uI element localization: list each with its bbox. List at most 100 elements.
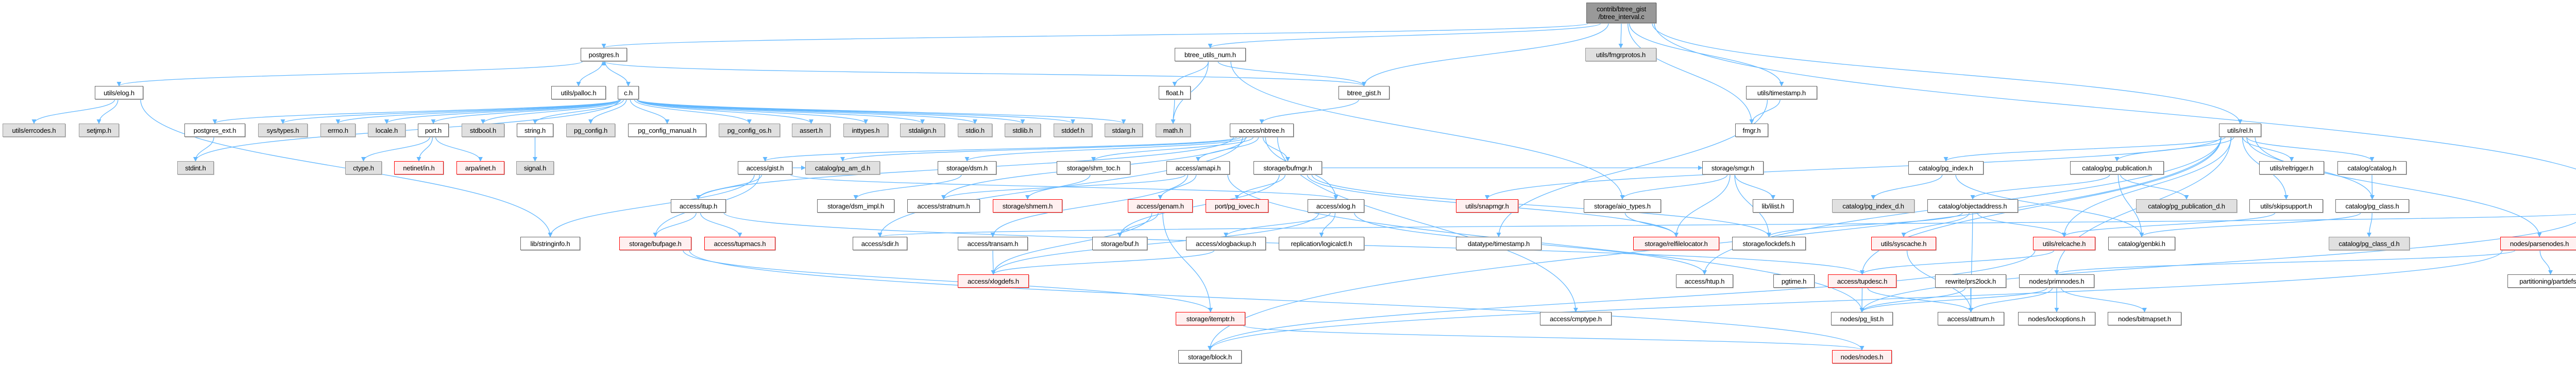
node-access-xlogbackup-h[interactable]: access/xlogbackup.h bbox=[1186, 237, 1266, 250]
node-errno-h[interactable]: errno.h bbox=[320, 124, 355, 137]
node-stdlib-h[interactable]: stdlib.h bbox=[1005, 124, 1041, 137]
node-datatype-timestamp-h[interactable]: datatype/timestamp.h bbox=[1456, 237, 1541, 250]
node-postgres-h[interactable]: postgres.h bbox=[581, 48, 627, 61]
node-access-gist-h[interactable]: access/gist.h bbox=[738, 161, 792, 175]
edge-40-to-50 bbox=[853, 174, 962, 200]
node-utils-relcache-h[interactable]: utils/relcache.h bbox=[2033, 237, 2095, 250]
node-access-tupmacs-h[interactable]: access/tupmacs.h bbox=[704, 237, 775, 250]
node-utils-fmgrprotos-h[interactable]: utils/fmgrprotos.h bbox=[1585, 48, 1656, 61]
node-contrib-btree-gist-btree-interval-c[interactable]: contrib/btree_gist /btree_interval.c bbox=[1586, 3, 1656, 23]
node-catalog-pg-class-h[interactable]: catalog/pg_class.h bbox=[2335, 199, 2409, 213]
node-lib-stringinfo-h[interactable]: lib/stringinfo.h bbox=[520, 237, 580, 250]
node-access-cmptype-h[interactable]: access/cmptype.h bbox=[1540, 312, 1612, 325]
edge-6-to-17 bbox=[481, 99, 622, 124]
node-port-h[interactable]: port.h bbox=[418, 124, 449, 137]
node-utils-palloc-h[interactable]: utils/palloc.h bbox=[551, 86, 606, 99]
node-btree-gist-h[interactable]: btree_gist.h bbox=[1338, 86, 1389, 99]
node-access-genam-h[interactable]: access/genam.h bbox=[1128, 199, 1193, 213]
node-utils-timestamp-h[interactable]: utils/timestamp.h bbox=[1746, 86, 1817, 99]
node-stdio-h[interactable]: stdio.h bbox=[958, 124, 992, 137]
node-catalog-pg-class-d-h[interactable]: catalog/pg_class_d.h bbox=[2329, 237, 2410, 250]
node-sys-types-h[interactable]: sys/types.h bbox=[258, 124, 308, 137]
node-utils-snapmgr-h[interactable]: utils/snapmgr.h bbox=[1456, 199, 1518, 213]
node-access-amapi-h[interactable]: access/amapi.h bbox=[1166, 161, 1230, 175]
node-arpa-inet-h[interactable]: arpa/inet.h bbox=[456, 161, 504, 175]
node-access-sdir-h[interactable]: access/sdir.h bbox=[853, 237, 907, 250]
node-catalog-pg-publication-d-h[interactable]: catalog/pg_publication_d.h bbox=[2136, 199, 2237, 213]
node-access-attnum-h[interactable]: access/attnum.h bbox=[1938, 312, 2004, 325]
node-stdarg-h[interactable]: stdarg.h bbox=[1105, 124, 1143, 137]
node-port-pg-iovec-h[interactable]: port/pg_iovec.h bbox=[1206, 199, 1268, 213]
node-catalog-pg-index-d-h[interactable]: catalog/pg_index_d.h bbox=[1832, 199, 1914, 213]
node-access-tupdesc-h[interactable]: access/tupdesc.h bbox=[1828, 274, 1896, 288]
node-locale-h[interactable]: locale.h bbox=[368, 124, 405, 137]
node-pgtime-h[interactable]: pgtime.h bbox=[1773, 274, 1815, 288]
node-storage-bufpage-h[interactable]: storage/bufpage.h bbox=[619, 237, 691, 250]
node-storage-shm-toc-h[interactable]: storage/shm_toc.h bbox=[1057, 161, 1130, 175]
node-c-h[interactable]: c.h bbox=[618, 86, 639, 99]
node-stdint-h[interactable]: stdint.h bbox=[177, 161, 214, 175]
node-nodes-nodes-h[interactable]: nodes/nodes.h bbox=[1832, 350, 1892, 363]
node-postgres-ext-h[interactable]: postgres_ext.h bbox=[184, 124, 245, 137]
node-access-stratnum-h[interactable]: access/stratnum.h bbox=[907, 199, 980, 213]
node-storage-buf-h[interactable]: storage/buf.h bbox=[1092, 237, 1147, 250]
node-float-h[interactable]: float.h bbox=[1159, 86, 1191, 99]
node-catalog-catalog-h[interactable]: catalog/catalog.h bbox=[2337, 161, 2406, 175]
node-setjmp-h[interactable]: setjmp.h bbox=[79, 124, 119, 137]
node-btree-utils-num-h[interactable]: btree_utils_num.h bbox=[1175, 48, 1246, 61]
node-access-transam-h[interactable]: access/transam.h bbox=[958, 237, 1028, 250]
node-pg-config-h[interactable]: pg_config.h bbox=[566, 124, 615, 137]
node-stdalign-h[interactable]: stdalign.h bbox=[900, 124, 945, 137]
node-storage-lockdefs-h[interactable]: storage/lockdefs.h bbox=[1732, 237, 1806, 250]
node-storage-shmem-h[interactable]: storage/shmem.h bbox=[993, 199, 1062, 213]
node-access-itup-h[interactable]: access/itup.h bbox=[671, 199, 726, 213]
node-nodes-pg-list-h[interactable]: nodes/pg_list.h bbox=[1831, 312, 1893, 325]
node-storage-itemptr-h[interactable]: storage/itemptr.h bbox=[1176, 312, 1245, 325]
node-stddef-h[interactable]: stddef.h bbox=[1054, 124, 1092, 137]
node-storage-dsm-h[interactable]: storage/dsm.h bbox=[938, 161, 996, 175]
node-access-xlogdefs-h[interactable]: access/xlogdefs.h bbox=[958, 274, 1029, 288]
node-storage-relfilelocator-h[interactable]: storage/relfilelocator.h bbox=[1633, 237, 1719, 250]
node-access-xlog-h[interactable]: access/xlog.h bbox=[1308, 199, 1364, 213]
node-storage-bufmgr-h[interactable]: storage/bufmgr.h bbox=[1253, 161, 1322, 175]
node-catalog-pg-publication-h[interactable]: catalog/pg_publication.h bbox=[2070, 161, 2164, 175]
edge-86-to-90 bbox=[1859, 287, 2047, 312]
node-catalog-objectaddress-h[interactable]: catalog/objectaddress.h bbox=[1927, 199, 2018, 213]
edge-63-to-79 bbox=[2366, 212, 2372, 237]
node-storage-dsm-impl-h[interactable]: storage/dsm_impl.h bbox=[817, 199, 894, 213]
node-utils-elog-h[interactable]: utils/elog.h bbox=[95, 86, 143, 99]
node-netinet-in-h[interactable]: netinet/in.h bbox=[394, 161, 444, 175]
node-utils-syscache-h[interactable]: utils/syscache.h bbox=[1871, 237, 1936, 250]
node-stdbool-h[interactable]: stdbool.h bbox=[462, 124, 504, 137]
node-nodes-lockoptions-h[interactable]: nodes/lockoptions.h bbox=[2018, 312, 2095, 325]
node-utils-errcodes-h[interactable]: utils/errcodes.h bbox=[3, 124, 65, 137]
node-pg-config-os-h[interactable]: pg_config_os.h bbox=[719, 124, 780, 137]
node-utils-rel-h[interactable]: utils/rel.h bbox=[2219, 124, 2261, 137]
node-catalog-pg-index-h[interactable]: catalog/pg_index.h bbox=[1908, 161, 1984, 175]
node-partitioning-partdefs-h[interactable]: partitioning/partdefs.h bbox=[2507, 274, 2576, 288]
node-nodes-primnodes-h[interactable]: nodes/primnodes.h bbox=[2019, 274, 2094, 288]
node-assert-h[interactable]: assert.h bbox=[792, 124, 831, 137]
node-fmgr-h[interactable]: fmgr.h bbox=[1735, 124, 1768, 137]
node-access-nbtree-h[interactable]: access/nbtree.h bbox=[1230, 124, 1294, 137]
node-access-htup-h[interactable]: access/htup.h bbox=[1676, 274, 1733, 288]
node-nodes-parsenodes-h[interactable]: nodes/parsenodes.h bbox=[2500, 237, 2576, 250]
edge-0-to-31 bbox=[1628, 23, 1754, 124]
node-inttypes-h[interactable]: inttypes.h bbox=[843, 124, 888, 137]
node-nodes-bitmapset-h[interactable]: nodes/bitmapset.h bbox=[2108, 312, 2181, 325]
node-storage-block-h[interactable]: storage/block.h bbox=[1178, 350, 1242, 363]
node-utils-reltrigger-h[interactable]: utils/reltrigger.h bbox=[2259, 161, 2324, 175]
node-storage-smgr-h[interactable]: storage/smgr.h bbox=[1702, 161, 1764, 175]
node-string-h[interactable]: string.h bbox=[517, 124, 553, 137]
node-rewrite-prs2lock-h[interactable]: rewrite/prs2lock.h bbox=[1935, 274, 2006, 288]
node-storage-aio-types-h[interactable]: storage/aio_types.h bbox=[1584, 199, 1661, 213]
node-utils-skipsupport-h[interactable]: utils/skipsupport.h bbox=[2249, 199, 2323, 213]
node-ctype-h[interactable]: ctype.h bbox=[345, 161, 382, 175]
node-lib-ilist-h[interactable]: lib/ilist.h bbox=[1753, 199, 1793, 213]
node-catalog-pg-am-d-h[interactable]: catalog/pg_am_d.h bbox=[805, 161, 880, 175]
node-math-h[interactable]: math.h bbox=[1156, 124, 1191, 137]
node-catalog-genbki-h[interactable]: catalog/genbki.h bbox=[2108, 237, 2175, 250]
node-signal-h[interactable]: signal.h bbox=[516, 161, 554, 175]
node-replication-logicalctl-h[interactable]: replication/logicalctl.h bbox=[1279, 237, 1364, 250]
node-pg-config-manual-h[interactable]: pg_config_manual.h bbox=[628, 124, 706, 137]
